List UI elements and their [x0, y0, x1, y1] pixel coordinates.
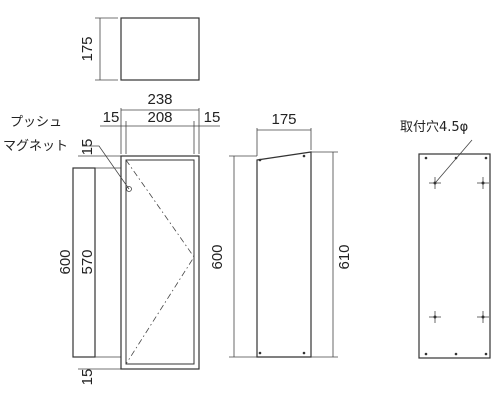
top-view-height-dimension	[95, 17, 118, 81]
back-hole-tr	[484, 156, 488, 160]
mount-hole-label: 取付穴4.5φ	[400, 120, 468, 135]
back-hole-bl	[424, 352, 428, 356]
mount-hole-leader-line	[435, 139, 473, 183]
front-total-width-label: 238	[147, 91, 172, 108]
front-total-height-label: 600	[57, 249, 74, 274]
door-opening-line	[125, 159, 195, 365]
side-hole-top-right	[302, 154, 306, 158]
front-bottom-gap-label: 15	[79, 369, 96, 386]
back-hole-tl	[424, 156, 428, 160]
mount-hole-lower-right	[477, 311, 489, 323]
push-label: プッシュ	[10, 115, 62, 130]
back-hole-bm	[454, 352, 458, 356]
top-height-label: 175	[79, 36, 96, 61]
front-left-side-panel	[72, 167, 96, 358]
side-back-height-label: 610	[336, 244, 353, 269]
front-inner-width-label: 208	[147, 109, 172, 126]
front-right-gap-label: 15	[204, 109, 221, 126]
back-view-panel	[418, 153, 491, 359]
side-hole-bottom-right	[302, 351, 306, 355]
front-door-panel	[125, 159, 195, 365]
back-hole-br	[484, 352, 488, 356]
magnet-marker	[126, 186, 132, 192]
magnet-leader-line	[82, 145, 130, 190]
side-view-panel	[256, 151, 312, 358]
front-top-gap-label: 15	[79, 139, 96, 156]
side-hole-bottom-left	[258, 351, 262, 355]
front-outer-frame	[120, 155, 200, 370]
front-left-gap-label: 15	[103, 109, 120, 126]
mount-hole-upper-right	[477, 177, 489, 189]
mount-hole-upper-left	[429, 177, 441, 189]
mount-hole-lower-left	[429, 311, 441, 323]
front-inner-height-label: 570	[79, 249, 96, 274]
side-front-height-label: 600	[209, 244, 226, 269]
magnet-label: マグネット	[3, 139, 68, 154]
top-view-box	[120, 17, 200, 81]
side-depth-label: 175	[271, 111, 296, 128]
side-hole-top-left	[258, 158, 262, 162]
